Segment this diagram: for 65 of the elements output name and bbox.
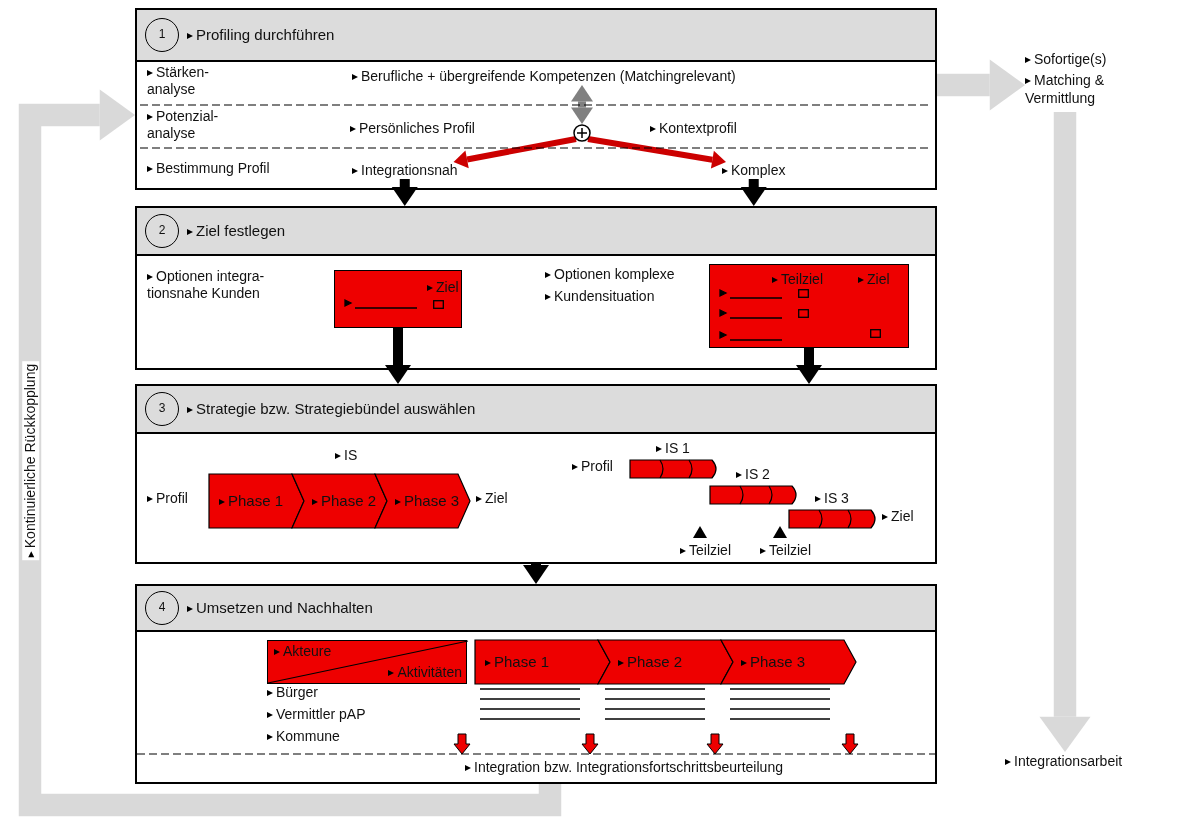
goal-box [709,264,909,348]
profile-label: Kontextprofil [650,120,737,137]
goal-label: Ziel [858,271,890,288]
strategy-label: IS [335,447,358,464]
phase-step-box: Phase 1 [209,474,304,528]
actor-activity-box [267,640,467,684]
phase-step-box: Phase 3 [375,474,470,528]
actor-label: Vermittler pAP [267,706,366,723]
start-label: Profil [147,490,188,507]
flow-arrow [937,59,1025,111]
strategy-label: IS 3 [815,490,849,507]
goal-box [334,270,462,328]
milestone-label: Teilziel [680,542,731,559]
feedback-loop-arrow [18,89,562,817]
competence-label: Berufliche + übergreifende Kompetenzen (Matchingrelevant) [352,68,736,85]
phase-step-box: Phase 2 [598,640,733,684]
outcome-label: Matching & Vermittlung [1025,71,1175,107]
step-number-circle: 3 [145,392,179,426]
step-title: Ziel festlegen [187,208,286,254]
double-arrow [571,85,593,124]
step-number-circle: 1 [145,18,179,52]
goal-label: Teilziel [772,271,823,288]
flow-arrow [1039,112,1091,752]
step-panel [135,8,937,190]
step-title: Strategie bzw. Strategiebündel auswählen [187,386,476,432]
step-panel [135,206,937,370]
goal-label: Ziel [427,279,459,296]
block-arrow [796,348,822,384]
goal-label: Ziel [882,508,914,525]
step-panel [135,384,937,564]
outcome-label: Sofortige(s) [1025,50,1175,68]
plus-circle-icon [573,124,591,142]
option-label: Kundensituation [545,288,655,305]
step-number-circle: 4 [145,591,179,625]
assessment-label: Integration bzw. Integrationsfortschrittsbeurteilung [465,759,783,776]
actor-label: Kommune [267,728,340,745]
step-title: Profiling durchführen [187,10,335,60]
step-number-circle: 2 [145,214,179,248]
phase-step-box: Phase 1 [475,640,610,684]
start-label: Profil [572,458,613,475]
row-header-label: Akteure [274,643,332,660]
phase-step-box: Phase 3 [721,640,856,684]
column-header-label: Aktivitäten [388,664,462,681]
milestone-label: Teilziel [760,542,811,559]
block-arrow [740,179,767,206]
arrow [453,136,577,169]
option-label: Optionen komplexe [545,266,675,283]
profile-label: Bestimmung Profil [147,160,270,177]
step-title: Umsetzen und Nachhalten [187,586,373,630]
strategy-label: IS 2 [736,466,770,483]
step-panel [135,584,937,784]
profile-type-label: Integrationsnah [352,162,458,179]
arrow [587,136,726,169]
outcome-label: Integrationsarbeit [1005,752,1123,770]
strategy-label: IS 1 [656,440,690,457]
profile-type-label: Komplex [722,162,786,179]
profile-label: Persönliches Profil [350,120,475,137]
analysis-label: Stärken- analyse [147,64,237,98]
analysis-label: Potenzial- analyse [147,108,237,142]
goal-label: Ziel [476,490,508,507]
block-arrow [391,179,418,206]
block-arrow [523,564,549,584]
option-label: Optionen integra- tionsnahe Kunden [147,268,327,302]
actor-label: Bürger [267,684,319,701]
block-arrow [385,328,411,384]
